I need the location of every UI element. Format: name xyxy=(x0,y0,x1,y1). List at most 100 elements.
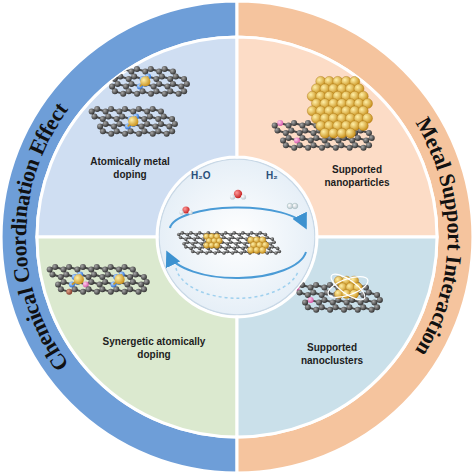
atom-ball xyxy=(115,69,121,75)
atom-ball xyxy=(89,109,95,115)
atom-ball xyxy=(229,240,233,244)
atom-ball xyxy=(148,66,154,72)
atom-ball xyxy=(141,286,147,292)
molecule-illustration xyxy=(294,270,383,313)
atom-ball xyxy=(271,245,275,249)
atom-ball xyxy=(280,137,286,143)
atom-ball xyxy=(250,231,254,235)
atom-ball xyxy=(229,233,233,237)
water-molecule xyxy=(230,190,246,200)
atom-ball xyxy=(134,66,140,72)
atom-ball xyxy=(144,121,150,127)
title-letter: C xyxy=(10,266,34,286)
flow-arrow xyxy=(168,252,306,278)
atom-ball xyxy=(186,240,190,244)
atom-ball xyxy=(231,251,235,255)
atom-ball xyxy=(66,289,72,295)
atom-ball xyxy=(176,91,182,97)
atom-ball xyxy=(363,297,369,303)
panel-caption: Atomically metal doping xyxy=(82,156,178,181)
atom-ball xyxy=(94,289,100,295)
quadrant-panel-outline xyxy=(37,237,237,437)
atom-ball xyxy=(97,123,103,129)
atom-ball xyxy=(156,81,162,87)
atom-ball xyxy=(169,128,175,134)
atom-ball xyxy=(222,236,226,240)
atom-ball xyxy=(108,264,114,270)
gold-atom xyxy=(259,247,266,254)
atom-ball xyxy=(134,91,140,97)
bond-line xyxy=(106,76,114,78)
atom-ball xyxy=(193,245,197,249)
atom-ball xyxy=(346,304,352,310)
atom-ball xyxy=(288,127,294,133)
title-letter: o xyxy=(444,222,466,234)
atom-ball xyxy=(91,271,97,277)
atom-ball xyxy=(131,73,137,79)
atom-ball xyxy=(297,142,303,148)
atom-ball xyxy=(313,135,319,141)
atom-ball xyxy=(130,279,136,285)
atom-ball xyxy=(265,236,269,240)
ring-band-outline xyxy=(1,1,237,473)
atom-ball xyxy=(352,142,358,148)
quadrant-panel: Synergetic atomically doping xyxy=(0,237,237,474)
atom-ball xyxy=(227,237,231,241)
atom-ball xyxy=(114,128,120,134)
atom-ball xyxy=(310,289,316,295)
atom-ball xyxy=(360,145,366,151)
atom-ball xyxy=(286,135,292,141)
atom-ball xyxy=(231,236,235,240)
atom-ball xyxy=(187,236,191,240)
atom-ball xyxy=(291,120,297,126)
atom-ball xyxy=(191,242,195,246)
atom-ball xyxy=(136,106,142,112)
atom-ball xyxy=(61,279,67,285)
center-graphene xyxy=(177,231,281,255)
orbit-ring xyxy=(326,272,371,301)
atom-ball xyxy=(305,120,311,126)
atom-ball xyxy=(80,264,86,270)
atom-ball xyxy=(94,106,100,112)
atom-ball xyxy=(153,88,159,94)
atom-ball xyxy=(239,251,243,255)
atom-ball xyxy=(193,237,197,241)
atom-ball xyxy=(103,73,109,79)
atom-ball xyxy=(55,281,61,287)
atom-ball xyxy=(241,231,245,235)
atom-ball xyxy=(319,304,325,310)
gold-atom xyxy=(346,128,356,138)
atom-ball xyxy=(122,106,128,112)
atom-ball xyxy=(105,113,111,119)
molecule-illustration xyxy=(47,264,150,295)
molecule-label: H₂O xyxy=(191,170,210,182)
atom-ball xyxy=(66,264,72,270)
orbit-ring xyxy=(328,270,369,304)
atom-ball xyxy=(360,304,366,310)
atom-ball xyxy=(217,250,221,254)
atom-ball xyxy=(302,127,308,133)
atom-ball xyxy=(120,66,126,72)
water-molecule xyxy=(179,206,192,214)
atom-ball xyxy=(269,250,273,254)
atom-ball xyxy=(272,123,278,129)
atom-ball xyxy=(122,131,128,137)
bond-line xyxy=(118,69,124,71)
atom-ball xyxy=(150,131,156,137)
atom-ball xyxy=(105,271,111,277)
atom-ball xyxy=(128,128,134,134)
atom-ball xyxy=(308,297,314,303)
atom-ball xyxy=(278,250,282,254)
atom-ball xyxy=(234,250,238,254)
atom-ball xyxy=(226,242,230,246)
atom-ball xyxy=(355,307,361,313)
atom-ball xyxy=(120,91,126,97)
atom-ball xyxy=(47,267,53,273)
atom-ball xyxy=(355,135,361,141)
atom-ball xyxy=(324,142,330,148)
atom-ball xyxy=(200,242,204,246)
hydrogen-molecule xyxy=(287,203,298,209)
atom-ball xyxy=(194,233,198,237)
atom-ball xyxy=(147,113,153,119)
